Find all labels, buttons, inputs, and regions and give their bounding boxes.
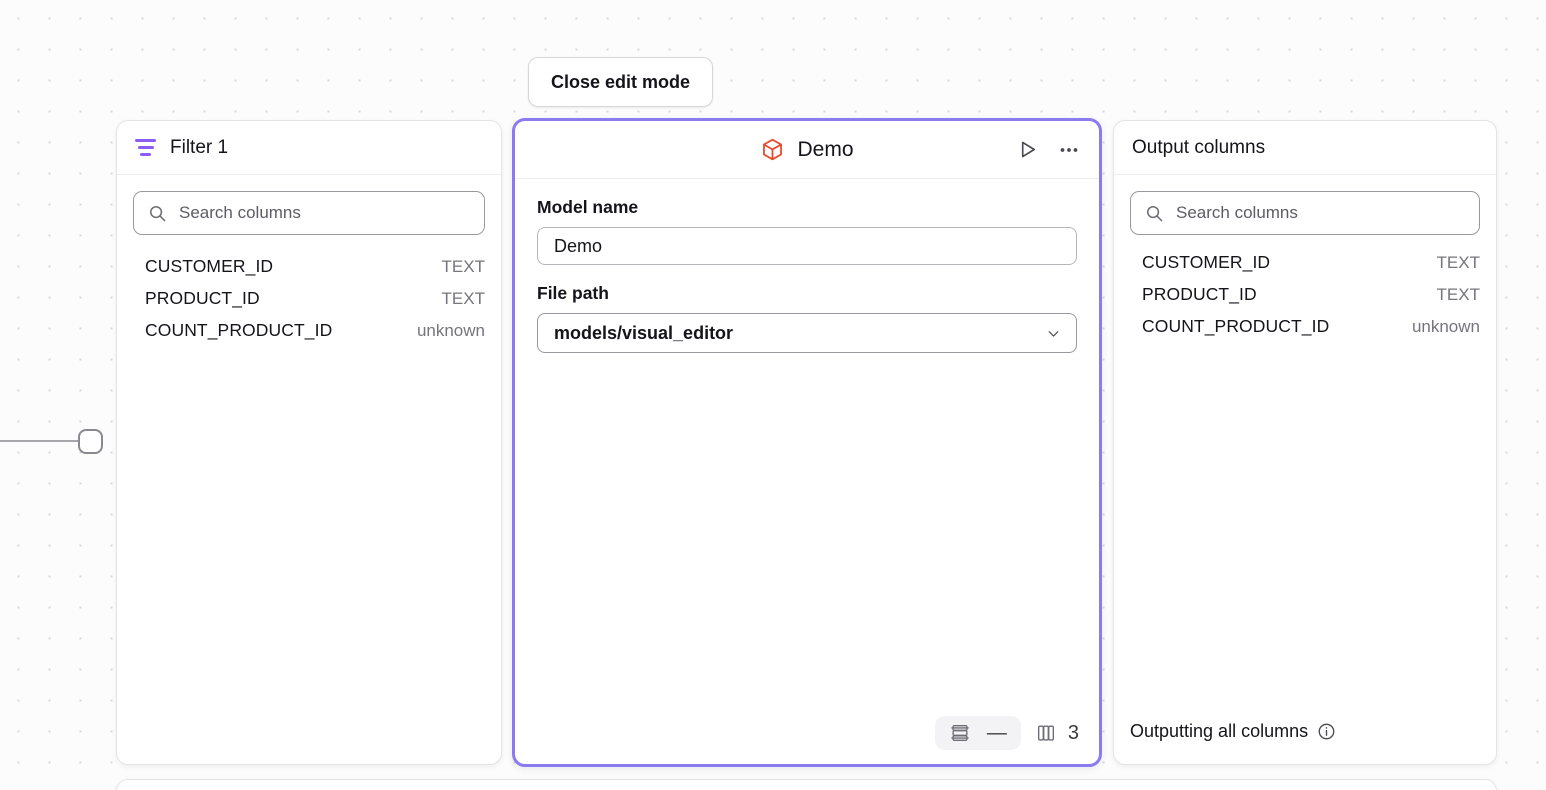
- filter-panel[interactable]: Filter 1 Search columns CUSTOMER_ID TEXT…: [116, 120, 502, 765]
- column-type: unknown: [1411, 317, 1480, 336]
- column-name: COUNT_PRODUCT_ID: [1142, 316, 1330, 336]
- column-name: CUSTOMER_ID: [1142, 252, 1271, 272]
- column-type: TEXT: [1436, 285, 1480, 304]
- model-panel-footer: — 3: [515, 716, 1099, 764]
- file-path-value: models/visual_editor: [554, 322, 734, 343]
- column-name: COUNT_PRODUCT_ID: [145, 320, 333, 340]
- filter-icon: [135, 138, 156, 157]
- list-item[interactable]: PRODUCT_ID TEXT: [133, 285, 485, 317]
- model-panel-header: Demo: [515, 121, 1099, 179]
- output-panel-header: Output columns: [1114, 121, 1496, 175]
- column-type: TEXT: [1436, 253, 1480, 272]
- search-icon: [1145, 204, 1164, 223]
- column-type: unknown: [416, 321, 485, 340]
- close-edit-mode-button[interactable]: Close edit mode: [528, 57, 714, 107]
- column-count-value: 3: [1067, 721, 1079, 744]
- model-panel-title: Demo: [797, 137, 854, 161]
- columns-icon: [1035, 722, 1057, 744]
- column-name: CUSTOMER_ID: [145, 256, 274, 276]
- list-item[interactable]: COUNT_PRODUCT_ID unknown: [1130, 313, 1480, 345]
- model-name-label: Model name: [537, 197, 639, 217]
- incoming-edge-line: [0, 440, 82, 442]
- file-path-label: File path: [537, 283, 609, 303]
- column-type: TEXT: [441, 289, 485, 308]
- model-name-input[interactable]: Demo: [537, 227, 1077, 265]
- column-name: PRODUCT_ID: [1142, 284, 1257, 304]
- model-node-panel[interactable]: Demo Model name Demo File path models/vi…: [512, 118, 1102, 767]
- list-item[interactable]: CUSTOMER_ID TEXT: [133, 253, 485, 285]
- output-footer-label: Outputting all columns: [1130, 721, 1309, 741]
- filter-search-placeholder: Search columns: [179, 203, 301, 222]
- rows-icon: [949, 722, 971, 744]
- column-name: PRODUCT_ID: [145, 288, 260, 308]
- model-form: Model name Demo File path models/visual_…: [515, 179, 1099, 716]
- file-path-select[interactable]: models/visual_editor: [537, 313, 1077, 353]
- output-columns-panel[interactable]: Output columns Search columns CUSTOMER_I…: [1113, 120, 1497, 765]
- filter-search-input[interactable]: Search columns: [133, 191, 485, 235]
- filter-column-list: CUSTOMER_ID TEXT PRODUCT_ID TEXT COUNT_P…: [133, 253, 485, 349]
- row-count-group[interactable]: —: [934, 716, 1021, 750]
- output-search-placeholder: Search columns: [1176, 203, 1298, 222]
- output-column-list: CUSTOMER_ID TEXT PRODUCT_ID TEXT COUNT_P…: [1130, 249, 1480, 345]
- more-horizontal-icon[interactable]: [1057, 138, 1081, 162]
- column-count-group[interactable]: 3: [1035, 722, 1079, 745]
- search-icon: [148, 204, 167, 223]
- list-item[interactable]: COUNT_PRODUCT_ID unknown: [133, 317, 485, 349]
- output-panel-body: Search columns CUSTOMER_ID TEXT PRODUCT_…: [1114, 175, 1496, 721]
- filter-panel-body: Search columns CUSTOMER_ID TEXT PRODUCT_…: [117, 175, 501, 764]
- list-item[interactable]: CUSTOMER_ID TEXT: [1130, 249, 1480, 281]
- bottom-panel-partial[interactable]: [116, 779, 1497, 790]
- info-icon[interactable]: [1317, 722, 1336, 741]
- output-panel-footer: Outputting all columns: [1114, 721, 1496, 764]
- play-icon[interactable]: [1016, 138, 1039, 161]
- cube-icon: [760, 137, 785, 162]
- chevron-down-icon: [1045, 325, 1062, 342]
- column-type: TEXT: [441, 257, 485, 276]
- list-item[interactable]: PRODUCT_ID TEXT: [1130, 281, 1480, 313]
- output-panel-title: Output columns: [1132, 136, 1266, 158]
- filter-panel-title: Filter 1: [170, 136, 229, 158]
- incoming-edge-handle[interactable]: [78, 429, 103, 454]
- output-search-input[interactable]: Search columns: [1130, 191, 1480, 235]
- row-count-value: —: [986, 722, 1007, 744]
- filter-panel-header: Filter 1: [117, 121, 501, 175]
